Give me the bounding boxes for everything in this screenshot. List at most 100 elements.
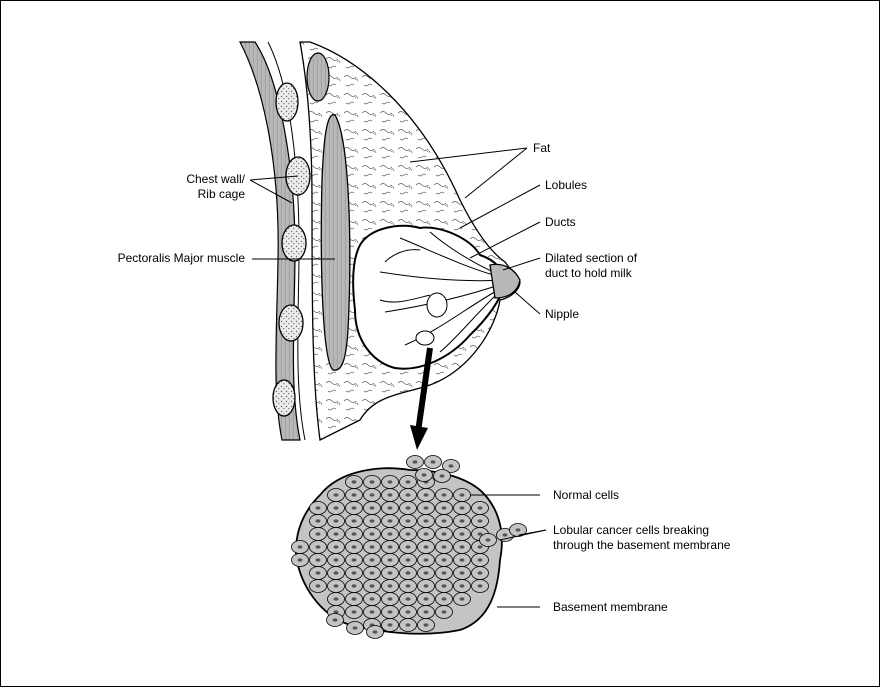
cell-nucleus (478, 545, 483, 548)
cell-nucleus (373, 630, 378, 633)
cell-nucleus (460, 493, 465, 496)
cell-nucleus (406, 519, 411, 522)
cell-nucleus (460, 545, 465, 548)
cell-nucleus (388, 519, 393, 522)
label-chest-wall-1: Chest wall/ (186, 172, 245, 186)
cell-nucleus (478, 506, 483, 509)
cell-nucleus (413, 460, 418, 463)
cell-nucleus (424, 597, 429, 600)
cell-nucleus (334, 532, 339, 535)
cell-nucleus (486, 538, 491, 541)
cell-nucleus (352, 480, 357, 483)
cell-nucleus (406, 506, 411, 509)
cell-nucleus (431, 460, 436, 463)
cell-nucleus (370, 571, 375, 574)
cell-nucleus (406, 584, 411, 587)
cell-nucleus (388, 623, 393, 626)
cell-nucleus (478, 584, 483, 587)
cell-nucleus (316, 584, 321, 587)
cell-nucleus (442, 519, 447, 522)
cell-nucleus (442, 545, 447, 548)
cell-nucleus (460, 558, 465, 561)
cell-nucleus (334, 597, 339, 600)
cell-nucleus (422, 473, 427, 476)
cell-nucleus (406, 597, 411, 600)
cell-nucleus (449, 464, 454, 467)
label-nipple: Nipple (545, 307, 579, 321)
cell-nucleus (424, 610, 429, 613)
cell-nucleus (442, 610, 447, 613)
cell-nucleus (388, 532, 393, 535)
cell-nucleus (406, 558, 411, 561)
cell-nucleus (316, 571, 321, 574)
cell-nucleus (424, 532, 429, 535)
cell-nucleus (424, 558, 429, 561)
cell-nucleus (334, 558, 339, 561)
cell-nucleus (316, 558, 321, 561)
cell-nucleus (478, 558, 483, 561)
cell-nucleus (316, 532, 321, 535)
cell-nucleus (370, 519, 375, 522)
cell-nucleus (460, 584, 465, 587)
cell-nucleus (424, 493, 429, 496)
cell-nucleus (424, 519, 429, 522)
cell-nucleus (352, 610, 357, 613)
cell-nucleus (334, 545, 339, 548)
cell-nucleus (424, 623, 429, 626)
lymph-node (307, 53, 329, 101)
cell-nucleus (442, 597, 447, 600)
cell-nucleus (442, 571, 447, 574)
cell-nucleus (424, 545, 429, 548)
cell-nucleus (370, 584, 375, 587)
label-pectoralis: Pectoralis Major muscle (118, 251, 246, 265)
cell-nucleus (370, 545, 375, 548)
cell-nucleus (503, 533, 508, 536)
cell-nucleus (406, 610, 411, 613)
cell-nucleus (353, 626, 358, 629)
cell-nucleus (388, 558, 393, 561)
cell-nucleus (352, 493, 357, 496)
label-dilated-1: Dilated section of (545, 251, 638, 265)
cell-nucleus (478, 571, 483, 574)
cell-nucleus (316, 519, 321, 522)
cell-nucleus (352, 584, 357, 587)
label-fat: Fat (533, 141, 551, 155)
cell-nucleus (352, 558, 357, 561)
cell-nucleus (460, 532, 465, 535)
label-chest-wall-2: Rib cage (198, 187, 246, 201)
cell-nucleus (442, 532, 447, 535)
cell-nucleus (370, 493, 375, 496)
cell-nucleus (424, 506, 429, 509)
label-ducts: Ducts (545, 215, 576, 229)
cell-nucleus (440, 474, 445, 477)
cell-nucleus (334, 506, 339, 509)
cell-nucleus (370, 506, 375, 509)
cell-nucleus (334, 571, 339, 574)
cell-nucleus (460, 519, 465, 522)
cell-nucleus (352, 571, 357, 574)
cell-nucleus (516, 528, 521, 531)
cell-nucleus (334, 584, 339, 587)
label-dilated-2: duct to hold milk (545, 266, 633, 280)
cell-nucleus (406, 545, 411, 548)
cell-nucleus (478, 532, 483, 535)
cell-nucleus (442, 584, 447, 587)
cell-nucleus (442, 506, 447, 509)
cell-nucleus (316, 545, 321, 548)
cell-nucleus (352, 597, 357, 600)
cell-nucleus (460, 506, 465, 509)
cell-nucleus (424, 571, 429, 574)
cell-nucleus (334, 519, 339, 522)
cell-nucleus (352, 545, 357, 548)
cell-nucleus (442, 493, 447, 496)
cell-nucleus (388, 610, 393, 613)
cell-nucleus (370, 480, 375, 483)
cell-nucleus (388, 571, 393, 574)
cell-nucleus (460, 571, 465, 574)
cell-nucleus (334, 493, 339, 496)
cell-nucleus (406, 493, 411, 496)
cell-nucleus (370, 558, 375, 561)
cell-nucleus (442, 558, 447, 561)
cell-nucleus (316, 506, 321, 509)
